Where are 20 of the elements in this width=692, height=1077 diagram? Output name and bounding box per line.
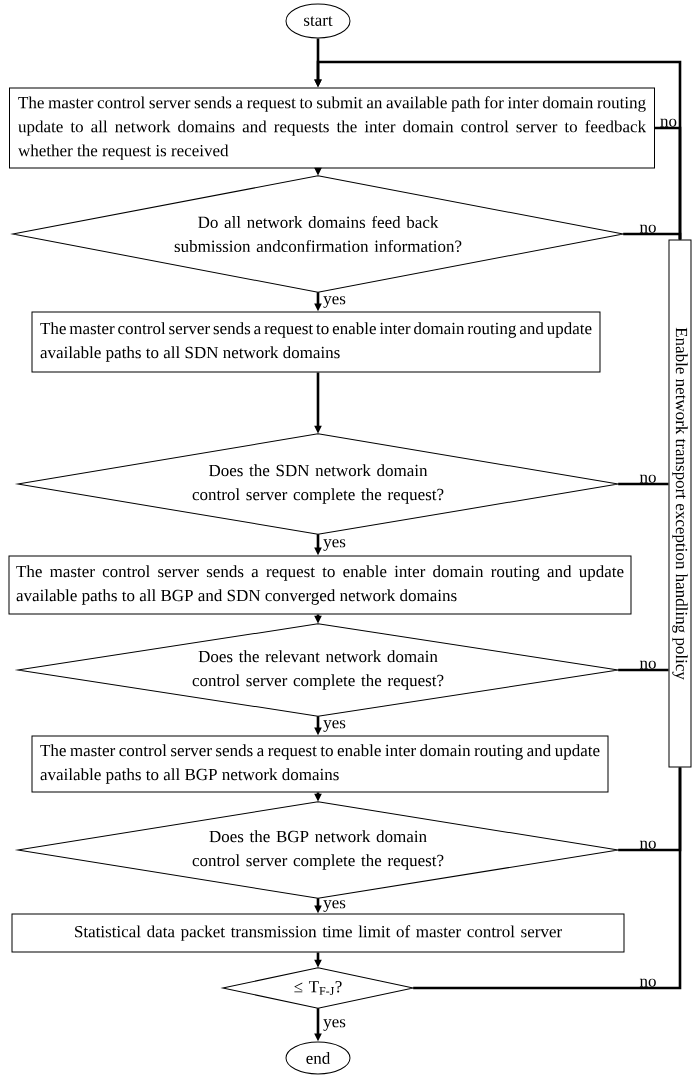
process-box: The master control server sends a request to submit an available path for inter domain routing update to all network domains and requests the inter domain control server to feedback whether the request is received <box>9 87 655 169</box>
edge-label: yes <box>323 539 346 551</box>
terminal-oval: end <box>285 1041 351 1075</box>
arrow <box>314 60 682 240</box>
edge-label: no <box>639 474 656 483</box>
edge-label: yes <box>323 900 346 912</box>
edge-label: no <box>639 840 656 849</box>
edge-label: no <box>639 660 656 669</box>
edge-label: yes <box>323 1019 346 1031</box>
process-box: The master control server sends a request to enable inter domain routing and update available paths to all BGP and SDN converged network domains <box>8 555 632 615</box>
terminal-oval: start <box>285 3 351 39</box>
process-box: The master control server sends a request to enable inter domain routing and update available paths to all SDN network domains <box>31 311 601 373</box>
edge-label: yes <box>323 720 346 732</box>
policy-box: Enable network transport exception handling policy <box>668 239 692 768</box>
edge-label: no <box>660 118 677 127</box>
edge-label: yes <box>323 296 346 308</box>
process-box: The master control server sends a request to enable inter domain routing and update available paths to all BGP network domains <box>31 735 609 793</box>
process-box: Statistical data packet transmission time limit of master control server <box>11 913 625 953</box>
edge-label: no <box>639 978 656 987</box>
edge-label: no <box>639 224 656 233</box>
